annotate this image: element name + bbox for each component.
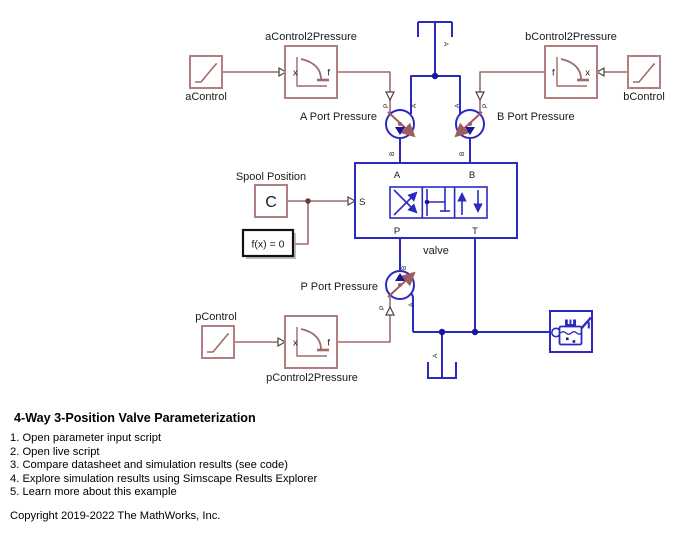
port-label-p: P	[482, 104, 489, 108]
reservoir-top-block[interactable]: A	[417, 21, 453, 47]
spool-position-label: Spool Position	[236, 171, 306, 183]
valve-label: valve	[423, 245, 449, 257]
valve-port-p: P	[394, 226, 400, 237]
acontrol2pressure-label: aControl2Pressure	[265, 31, 357, 43]
junction-dots	[305, 72, 479, 336]
solver-label: f(x) = 0	[252, 239, 285, 251]
copyright-text: Copyright 2019-2022 The MathWorks, Inc.	[10, 509, 221, 522]
flow-triangle-icon	[395, 127, 405, 135]
bcontrol-block[interactable]	[627, 55, 661, 89]
curve-lookup-icon	[556, 57, 589, 87]
p-port-pressure-label: P Port Pressure	[301, 281, 378, 293]
up-arrow-icon	[385, 305, 395, 316]
port-label-b: B	[389, 152, 396, 156]
signal-port-arrows	[277, 66, 605, 348]
bcontrol2pressure-label: bControl2Pressure	[525, 31, 617, 43]
port-label-p: P	[379, 306, 386, 310]
port-label-f: f	[552, 68, 555, 79]
flow-triangle-icon	[465, 127, 475, 135]
valve-symbol-icon	[389, 186, 488, 219]
reservoir-icon	[417, 21, 453, 37]
spool-position-block[interactable]: C	[254, 184, 288, 218]
port-label-x: x	[293, 68, 298, 79]
flow-triangle-icon	[395, 273, 405, 281]
p-port-pressure-block[interactable]: B P A	[379, 266, 416, 310]
valve-port-s: S	[359, 197, 365, 208]
a-port-pressure-block[interactable]: P A B	[383, 103, 418, 156]
curve-lookup-icon	[296, 327, 329, 357]
port-label-a: A	[442, 42, 449, 47]
b-port-pressure-block[interactable]: A P B	[454, 103, 489, 156]
constant-symbol: C	[265, 194, 277, 211]
port-label-f: f	[327, 338, 330, 349]
junction-dot	[438, 328, 446, 336]
port-label-a: A	[454, 103, 461, 108]
pcontrol-label: pControl	[195, 311, 237, 323]
port-label-p: P	[383, 104, 390, 108]
arrow-pivot	[398, 283, 402, 287]
down-arrow-icon	[385, 91, 395, 102]
ramp-icon	[207, 333, 229, 353]
wire-solver-branch[interactable]	[295, 201, 309, 245]
annotation-step-2[interactable]: 2. Open live script	[10, 445, 100, 458]
signal-wires[interactable]	[222, 71, 628, 343]
hydraulic-wires[interactable]	[399, 22, 550, 378]
wire-p-sensor-a-port[interactable]	[409, 291, 414, 332]
wire-junction-to-a-sensor[interactable]	[410, 75, 435, 114]
port-label-b: B	[401, 266, 408, 270]
port-label-a: A	[432, 353, 439, 358]
arrow-pivot	[468, 122, 472, 126]
annotation-step-5[interactable]: 5. Learn more about this example	[10, 486, 177, 499]
port-label-x: x	[585, 68, 590, 79]
acontrol2pressure-block[interactable]: x f	[284, 45, 338, 99]
valve-port-b: B	[469, 170, 475, 181]
arrow-pivot	[398, 122, 402, 126]
port-label-a: A	[408, 302, 415, 307]
port-label-a: A	[411, 103, 418, 108]
model-diagram: A A aControl x f aControl2Pressure f x b…	[185, 21, 665, 384]
b-port-pressure-label: B Port Pressure	[497, 111, 575, 123]
wire-a2p-to-a-sensor[interactable]	[337, 71, 391, 92]
curve-lookup-icon	[296, 57, 329, 87]
valve-port-a: A	[394, 170, 401, 181]
reservoir-bottom-block[interactable]: A	[427, 353, 457, 379]
down-arrow-icon	[475, 91, 485, 102]
oil-can-icon	[550, 316, 592, 346]
pcontrol2pressure-block[interactable]: x f	[284, 315, 338, 369]
hydraulic-fluid-block[interactable]	[549, 310, 593, 353]
bcontrol2pressure-block[interactable]: f x	[544, 45, 598, 99]
input-arrow-icon	[595, 66, 605, 78]
acontrol-label: aControl	[185, 91, 227, 103]
annotation-step-1[interactable]: 1. Open parameter input script	[10, 432, 162, 444]
ramp-icon	[195, 63, 217, 83]
pcontrol-block[interactable]	[201, 325, 235, 359]
wire-p2p-to-p-sensor[interactable]	[337, 315, 391, 343]
port-label-b: B	[459, 152, 466, 156]
junction-dot-signal	[305, 198, 311, 204]
input-arrow-icon	[277, 336, 287, 348]
input-arrow-icon	[347, 195, 357, 207]
model-annotation: 4-Way 3-Position Valve Parameterization …	[10, 411, 317, 522]
port-label-x: x	[293, 338, 298, 349]
wire-junction-to-b-sensor[interactable]	[435, 75, 461, 114]
annotation-step-3[interactable]: 3. Compare datasheet and simulation resu…	[10, 459, 288, 472]
acontrol-block[interactable]	[189, 55, 223, 89]
a-port-pressure-label: A Port Pressure	[300, 111, 377, 123]
wire-b2p-to-b-sensor[interactable]	[479, 71, 545, 92]
valve-port-t: T	[472, 226, 478, 237]
valve-block[interactable]: A B P T S	[354, 162, 518, 239]
solver-config-block[interactable]: f(x) = 0	[241, 228, 296, 259]
annotation-step-4[interactable]: 4. Explore simulation results using Sims…	[10, 472, 318, 485]
junction-dot	[431, 72, 439, 80]
ramp-icon	[633, 63, 655, 83]
input-arrow-icon	[278, 66, 288, 78]
annotation-title: 4-Way 3-Position Valve Parameterization	[14, 411, 256, 425]
bcontrol-label: bControl	[623, 91, 665, 103]
reservoir-icon	[427, 362, 457, 379]
pcontrol2pressure-label: pControl2Pressure	[266, 372, 358, 384]
port-label-f: f	[327, 68, 330, 79]
junction-dot	[471, 328, 479, 336]
